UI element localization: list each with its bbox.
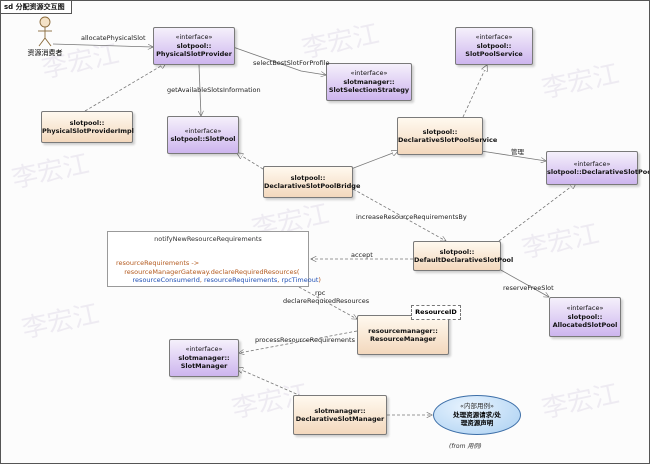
edge-rpc-declare <box>298 286 357 319</box>
box-declarative-slot-pool-bridge[interactable]: slotpool:: DeclarativeSlotPoolBridge <box>263 166 361 198</box>
edge-select-best-slot <box>232 46 326 75</box>
edge-realize-declarative-slot-pool <box>498 183 576 242</box>
edge-extends-pool-service <box>350 151 398 170</box>
stereotype: «interface» <box>185 345 223 354</box>
note-arg: resourceConsumerId <box>132 276 200 284</box>
box-name: slotpool:: <box>69 118 105 127</box>
box-resource-manager[interactable]: resourcemanager:: ResourceManager <box>357 315 449 355</box>
label-declare-required: declareRequiredResources <box>283 297 370 305</box>
note-line: resourceManagerGateway.declareRequiredRe… <box>116 267 300 276</box>
box-name: slotmanager:: <box>178 353 230 362</box>
label-reserve-free-slot: reserveFreeSlot <box>503 284 554 292</box>
stereotype: «interface» <box>573 159 611 168</box>
edge-reserve-free-slot <box>498 268 549 297</box>
frame-title: sd 分配资源交互图 <box>1 1 72 14</box>
box-name: SlotPoolService <box>465 50 523 59</box>
note-sep: , <box>199 276 204 284</box>
box-name: slotpool:: <box>476 41 512 50</box>
stereotype: «interface» <box>566 304 604 313</box>
note-arg: resourceRequirements <box>203 276 278 284</box>
label-manage: 管理 <box>511 148 524 156</box>
usecase-name: 处理资源请求/处 <box>453 410 501 419</box>
stereotype: «interface» <box>350 69 388 78</box>
box-name: slotpool:: <box>439 247 475 256</box>
box-name: PhysicalSlotProviderImpl <box>42 127 134 135</box>
box-slot-pool[interactable]: «interface» slotpool::SlotPool <box>167 116 239 154</box>
box-name: slotmanager:: <box>343 77 395 86</box>
note-notify-new-resource-requirements: notifyNewResourceRequirements resourceRe… <box>107 231 321 287</box>
box-name: slotpool:: <box>567 312 603 321</box>
usecase-ellipse[interactable]: «内部用例» 处理资源请求/处 理资源声明 <box>433 395 521 435</box>
stereotype: «interface» <box>184 126 222 135</box>
box-declarative-slot-manager[interactable]: slotmanager:: DeclarativeSlotManager <box>293 395 387 435</box>
box-name: ResourceManager <box>370 335 436 343</box>
box-physical-slot-provider[interactable]: «interface» slotpool:: PhysicalSlotProvi… <box>153 27 235 65</box>
usecase-name: 理资源声明 <box>460 419 494 428</box>
box-name: slotpool::DeclarativeSlotPool <box>547 168 650 176</box>
box-name: DefaultDeclarativeSlotPool <box>414 256 514 264</box>
from-label: (from 用例) <box>449 443 482 450</box>
stereotype: «interface» <box>475 33 513 42</box>
box-default-declarative-slot-pool[interactable]: slotpool:: DefaultDeclarativeSlotPool <box>413 241 514 271</box>
edge-realize-slot-pool <box>237 153 264 170</box>
box-name: DeclarativeSlotPoolBridge <box>264 182 361 190</box>
edge-increase-resource <box>352 188 446 241</box>
note-header: notifyNewResourceRequirements <box>154 235 262 243</box>
edge-allocate-physical-slot <box>52 43 153 47</box>
resource-id-tag: ResourceID <box>411 305 461 320</box>
box-name: SlotManager <box>180 362 228 371</box>
label-rpc: rpc <box>315 289 326 297</box>
usecase-stereotype: «内部用例» <box>460 402 494 411</box>
actor-icon <box>38 16 52 47</box>
edge-realize-slot-manager <box>237 368 302 397</box>
box-name: SlotSelectionStrategy <box>328 86 410 95</box>
box-slot-manager[interactable]: «interface» slotmanager:: SlotManager <box>169 339 239 377</box>
label-accept: accept <box>351 251 373 259</box>
box-name: AllocatedSlotPool <box>552 321 618 330</box>
edge-process-resource <box>239 330 358 353</box>
label-allocate-physical-slot: allocatePhysicalSlot <box>81 34 146 42</box>
box-slot-pool-service[interactable]: «interface» slotpool:: SlotPoolService <box>455 27 533 65</box>
note-line: resourceRequirements -> <box>116 259 200 267</box>
box-name: slotpool:: <box>422 127 458 136</box>
edge-realize-slot-pool-service <box>462 65 487 118</box>
box-name: slotpool::SlotPool <box>170 135 236 143</box>
box-name: DeclarativeSlotManager <box>295 415 385 423</box>
actor-label: 资源消费者 <box>27 49 63 57</box>
box-name: slotmanager:: <box>314 406 366 415</box>
label-increase-resource: increaseResourceRequirementsBy <box>356 213 467 221</box>
box-declarative-slot-pool[interactable]: «interface» slotpool::DeclarativeSlotPoo… <box>546 151 650 185</box>
note-arg: rpcTimeout <box>281 276 319 284</box>
box-declarative-slot-pool-service[interactable]: slotpool:: DeclarativeSlotPoolService <box>397 117 498 155</box>
note-sep: ) <box>318 276 321 284</box>
note-sep: , <box>277 276 282 284</box>
box-name: slotpool:: <box>176 41 212 50</box>
edge-manage <box>480 150 546 161</box>
note-code: resourceRequirements -> resourceManagerG… <box>108 246 321 285</box>
box-name: slotpool:: <box>290 173 326 182</box>
edge-realize-physical-slot-provider <box>84 63 166 112</box>
label-process-resource: processResourceRequirements <box>255 336 355 344</box>
edge-get-available-slots <box>199 64 201 116</box>
box-physical-slot-provider-impl[interactable]: slotpool:: PhysicalSlotProviderImpl <box>41 111 134 143</box>
label-get-available-slots: getAvailableSlotsInformation <box>167 86 261 94</box>
stereotype: «interface» <box>175 33 213 42</box>
box-name: resourcemanager:: <box>368 326 438 335</box>
box-slot-selection-strategy[interactable]: «interface» slotmanager:: SlotSelectionS… <box>326 63 412 101</box>
box-name: PhysicalSlotProvider <box>156 50 232 59</box>
box-allocated-slot-pool[interactable]: «interface» slotpool:: AllocatedSlotPool <box>549 297 621 337</box>
box-name: DeclarativeSlotPoolService <box>398 136 498 144</box>
label-select-best-slot: selectBestSlotForProfile <box>253 59 330 67</box>
